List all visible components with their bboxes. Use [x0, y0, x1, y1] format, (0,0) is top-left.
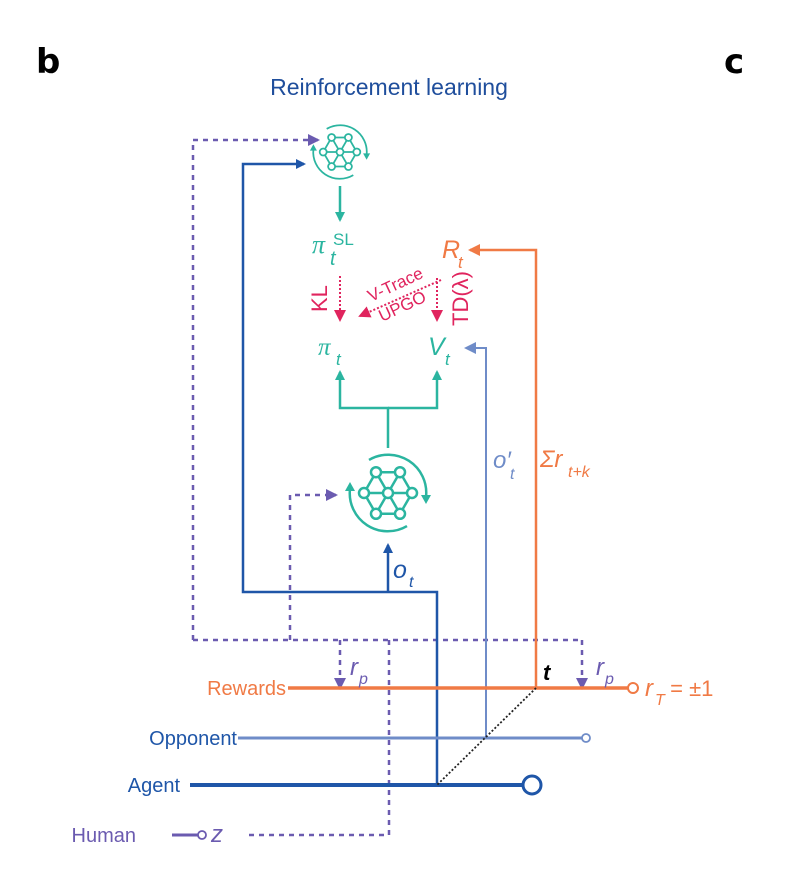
diagram-title: Reinforcement learning — [270, 74, 508, 100]
network-node — [344, 133, 353, 142]
agent-lines — [241, 159, 439, 785]
dashed-to-bottom-network — [288, 489, 338, 640]
rewards-label: Rewards — [207, 678, 286, 700]
network-node — [405, 486, 419, 500]
cycle-arc-bottom — [348, 488, 408, 533]
human-end-node — [197, 830, 207, 840]
network-node — [369, 465, 383, 479]
cycle-arc-top — [368, 453, 428, 498]
cycle-arrowhead — [363, 153, 371, 160]
opponent-end-node — [581, 733, 591, 743]
pseudo-reward-label-left: rp — [350, 654, 368, 688]
neural-network-icon — [309, 124, 371, 180]
agent-end-node — [521, 774, 543, 796]
network-node — [318, 147, 328, 157]
kl-loss-label: KL — [307, 285, 332, 312]
value-label: Vt — [428, 333, 451, 369]
latent-z-label: z — [210, 821, 223, 848]
opponent-label: Opponent — [149, 728, 237, 750]
network-connections — [335, 186, 442, 448]
policy-head-arrow — [335, 370, 390, 448]
network-node — [357, 486, 371, 500]
agent-to-top-network — [241, 159, 439, 785]
dashed-z-link — [246, 640, 391, 837]
rewards-end-node — [627, 682, 639, 694]
pseudo-reward-label-right: rp — [596, 654, 614, 688]
opponent-observation-label: o′t — [493, 447, 515, 483]
network-node — [369, 507, 383, 521]
loss-arrows — [334, 276, 443, 322]
network-node — [381, 486, 395, 500]
network-node — [335, 147, 345, 157]
time-diagonal — [436, 687, 537, 786]
human-label: Human — [72, 825, 136, 847]
dashed-to-top-network — [191, 134, 320, 640]
panel-label-c: c — [724, 42, 744, 82]
cycle-arc-top — [326, 124, 368, 155]
network-node — [327, 133, 336, 142]
opponent-obs-arrow — [464, 342, 487, 738]
cycle-arrowhead — [421, 495, 431, 504]
panel-label-b: b — [36, 42, 60, 82]
return-arrow — [468, 244, 538, 688]
network-node — [393, 507, 407, 521]
agent-label: Agent — [128, 775, 181, 797]
td-loss-label: TD(λ) — [448, 271, 473, 326]
neural-network-icon — [345, 453, 431, 533]
cycle-arc-bottom — [312, 149, 354, 180]
human-dashed-lines — [191, 134, 588, 837]
vtrace-upgo-arrow — [358, 279, 442, 318]
return-label: Rt — [442, 236, 464, 272]
cycle-arrowhead — [309, 144, 317, 151]
network-node — [344, 162, 353, 171]
value-head-arrow — [388, 370, 442, 410]
network-node — [352, 147, 362, 157]
network-node — [393, 465, 407, 479]
time-marker-label: t — [543, 660, 552, 685]
cycle-arrowhead — [345, 482, 355, 491]
network-node — [327, 162, 336, 171]
